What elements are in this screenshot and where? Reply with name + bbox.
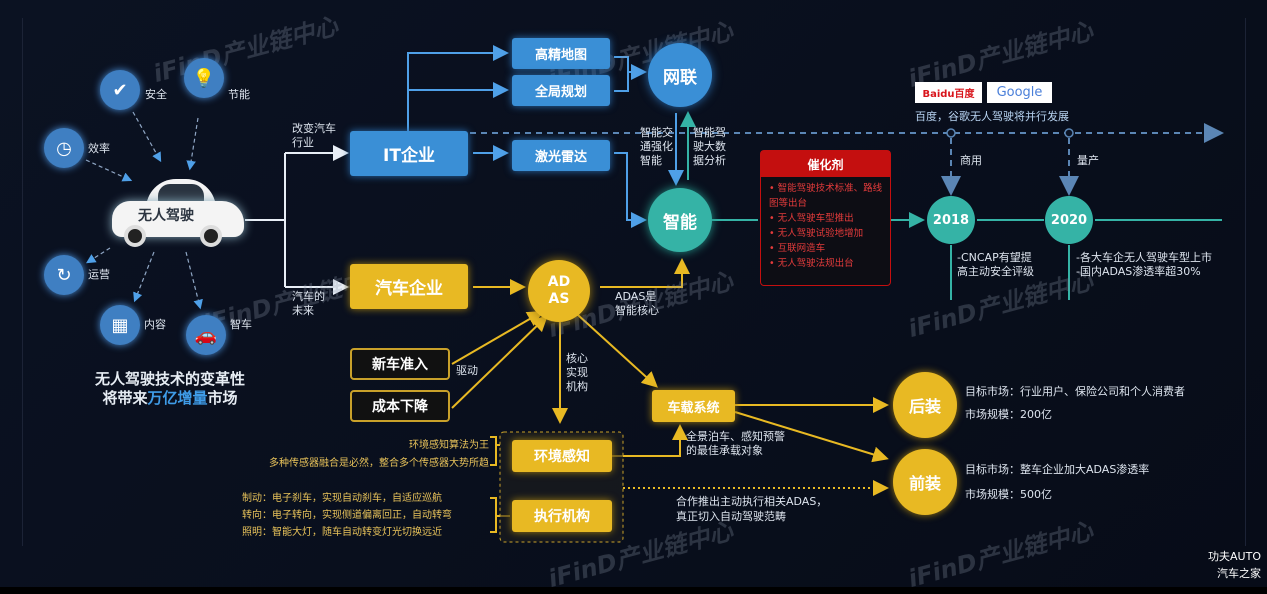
catalyst-item-text: 智能驾驶技术标准、路线图等出台: [769, 183, 883, 209]
hd-map-box: 高精地图: [512, 38, 610, 69]
new-car-entry-box: 新车准入: [350, 348, 450, 380]
catalyst-title: 催化剂: [761, 151, 890, 177]
cost-reduction-box: 成本下降: [350, 390, 450, 422]
cycle-icon: ↻: [44, 255, 84, 295]
catalyst-item-text: 互联网造车: [777, 243, 826, 254]
autonomous-car-image: 无人驾驶: [110, 175, 246, 247]
baidu-logo: Baidu百度: [915, 82, 982, 103]
year-2020: 2020: [1045, 196, 1093, 244]
global-planning-box: 全局规划: [512, 75, 610, 106]
shield-check-icon: ✔: [100, 70, 140, 110]
car-label: 无人驾驶: [138, 208, 194, 224]
caption-highlight: 万亿增量: [147, 389, 208, 407]
google-logo: Google: [987, 82, 1052, 103]
note-2018-line: -CNCAP有望提: [957, 251, 1032, 264]
network-circle: 网联: [648, 43, 712, 107]
oem-size: 市场规模：500亿: [965, 488, 1052, 501]
note-2018-line: 高主动安全评级: [957, 265, 1034, 278]
car-icon: 🚗: [186, 315, 226, 355]
vehicle-note: 的最佳承载对象: [686, 444, 763, 457]
vehicle-system-box: 车载系统: [652, 390, 735, 422]
it-company-box: IT企业: [350, 131, 468, 176]
catalyst-list: • 智能驾驶技术标准、路线图等出台 • 无人驾驶车型推出 • 无人驾驶试验地增加…: [761, 177, 890, 271]
actuator-note: 照明：智能大灯，随车自动转变灯光切换远近: [242, 527, 442, 538]
catalyst-item-text: 无人驾驶车型推出: [777, 213, 854, 224]
oem-circle: 前装: [893, 449, 957, 515]
actuator-note: 制动：电子刹车，实现自动刹车，自适应巡航: [242, 493, 442, 504]
benefit-label: 效率: [88, 142, 110, 155]
catalyst-item: • 智能驾驶技术标准、路线图等出台: [769, 183, 883, 209]
benefit-label: 运营: [88, 268, 110, 281]
perception-box: 环境感知: [512, 440, 612, 472]
actuator-note: 转向：电子转向，实现侧道偏离回正，自动转弯: [242, 510, 452, 521]
catalyst-item: • 无人驾驶车型推出: [769, 213, 854, 224]
caption-line: 无人驾驶技术的变革性: [94, 370, 245, 388]
core-label: 核心实现机构: [566, 352, 588, 393]
year-2018: 2018: [927, 196, 975, 244]
caption: 无人驾驶技术的变革性 将带来万亿增量市场: [60, 370, 280, 408]
branch-label-auto: 汽车的未来: [292, 290, 325, 317]
caption-line: 将带来万亿增量市场: [60, 389, 280, 408]
branch-label-it: 改变汽车行业: [292, 122, 336, 149]
auto-company-box: 汽车企业: [350, 264, 468, 309]
apps-icon: ▦: [100, 305, 140, 345]
perception-note: 多种传感器融合是必然，整合多个传感器大势所趋: [269, 458, 489, 469]
oem-target: 目标市场：整车企业加大ADAS渗透率: [965, 463, 1150, 476]
catalyst-item: • 无人驾驶法规出台: [769, 258, 854, 269]
caption-part: 将带来: [102, 389, 148, 407]
aftermarket-size: 市场规模：200亿: [965, 408, 1052, 421]
coop-note: 真正切入自动驾驶范畴: [676, 510, 786, 523]
benefit-label: 安全: [145, 88, 167, 101]
credit-line: 汽车之家: [1217, 567, 1261, 580]
coop-note: 合作推出主动执行相关ADAS，: [676, 495, 828, 508]
note-2020-line: -各大车企无人驾驶车型上市: [1076, 251, 1212, 264]
aftermarket-circle: 后装: [893, 372, 957, 438]
smart-circle: 智能: [648, 188, 712, 252]
logo-caption: 百度，谷歌无人驾驶将并行发展: [915, 110, 1069, 123]
vehicle-note: 全景泊车、感知预警: [686, 430, 785, 443]
catalyst-item-text: 无人驾驶试验地增加: [777, 228, 864, 239]
benefit-label: 内容: [144, 318, 166, 331]
credit-line: 功夫AUTO: [1208, 550, 1261, 563]
down-label: 智能交通强化智能: [640, 126, 673, 167]
catalyst-item: • 互联网造车: [769, 243, 826, 254]
note-2020-line: -国内ADAS渗透率超30%: [1076, 265, 1201, 278]
up-label: 智能驾驶大数据分析: [693, 126, 726, 167]
aftermarket-target: 目标市场：行业用户、保险公司和个人消费者: [965, 385, 1185, 398]
lidar-box: 激光雷达: [512, 140, 610, 171]
adas-text: AD: [547, 274, 571, 290]
tag-2020: 量产: [1077, 154, 1099, 167]
catalyst-item: • 无人驾驶试验地增加: [769, 228, 864, 239]
adas-note: ADAS是智能核心: [615, 290, 659, 317]
perception-note: 环境感知算法为王: [409, 440, 489, 451]
caption-part: 市场: [207, 389, 238, 407]
tag-2018: 商用: [960, 154, 982, 167]
clock-icon: ◷: [44, 128, 84, 168]
adas-text: AS: [548, 291, 570, 307]
benefit-label: 智车: [230, 318, 252, 331]
frame: [22, 18, 1246, 546]
catalyst-panel: 催化剂 • 智能驾驶技术标准、路线图等出台 • 无人驾驶车型推出 • 无人驾驶试…: [760, 150, 891, 286]
drive-label: 驱动: [456, 364, 478, 377]
actuator-box: 执行机构: [512, 500, 612, 532]
catalyst-item-text: 无人驾驶法规出台: [777, 258, 854, 269]
benefit-label: 节能: [228, 88, 250, 101]
lightbulb-icon: 💡: [184, 58, 224, 98]
